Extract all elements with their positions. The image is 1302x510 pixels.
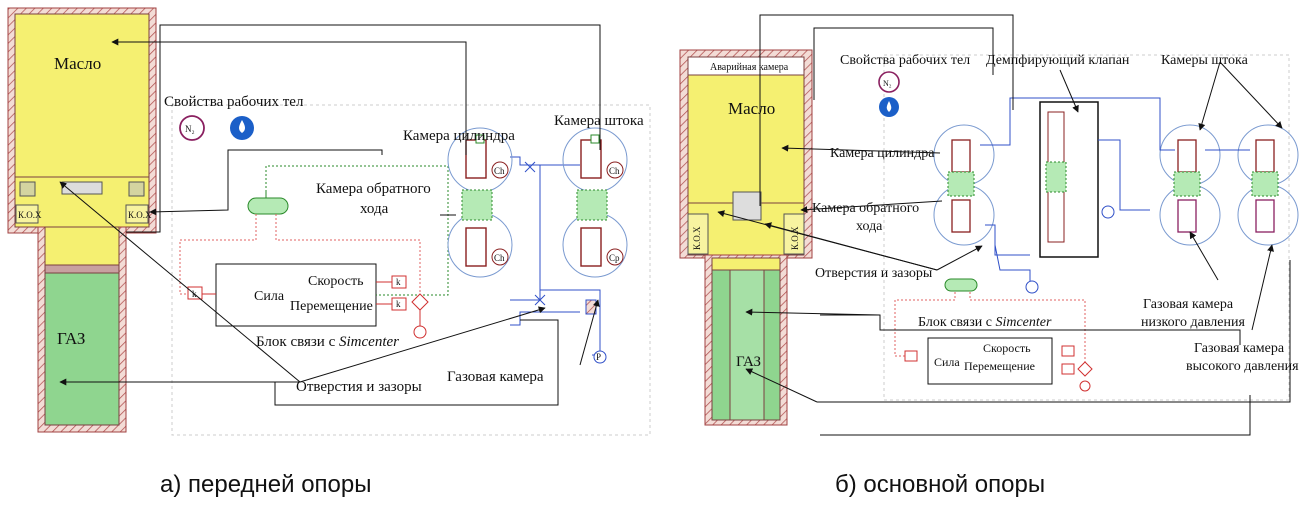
right-kox-label-r: К.О.Х	[790, 226, 800, 250]
right-diagram: Аварийная камера Масло ГАЗ К.О.Х К.О.Х С…	[680, 15, 1299, 435]
right-props-label: Свойства рабочих тел	[840, 53, 970, 68]
right-cyl-label: Камера цилиндра	[830, 146, 935, 161]
left-k-label-3: k	[396, 299, 401, 309]
left-connector-module	[248, 198, 288, 214]
right-reverse-label-1: Камера обратного	[812, 201, 919, 216]
left-k-label-1: k	[192, 289, 197, 299]
left-oil-chamber	[15, 14, 149, 177]
right-gas-label: ГАЗ	[736, 354, 761, 370]
left-kox-label-r: К.О.Х	[128, 210, 152, 220]
right-high-label-1: Газовая камера	[1194, 341, 1285, 356]
right-connector-module	[945, 279, 977, 291]
right-oil-chamber	[688, 75, 804, 203]
right-high-label-2: высокого давления	[1186, 359, 1299, 374]
left-ch-label-bottom: Ch	[494, 253, 505, 263]
right-move-label: Перемещение	[964, 359, 1035, 373]
right-n2-label: N₂	[883, 79, 892, 88]
left-holes-label: Отверстия и зазоры	[296, 379, 422, 395]
left-gas-label: ГАЗ	[57, 329, 85, 348]
right-holes-label: Отверстия и зазоры	[815, 266, 933, 281]
right-emergency-label: Аварийная камера	[710, 62, 789, 73]
left-gas-chamber	[45, 273, 119, 425]
left-p-label: P	[596, 352, 601, 362]
left-cp-label: Cp	[609, 253, 620, 263]
left-force-label: Сила	[254, 289, 285, 304]
left-move-label: Перемещение	[290, 299, 373, 314]
left-oil-label: Масло	[54, 54, 101, 73]
right-rods-label: Камеры штока	[1161, 53, 1249, 68]
left-props-label: Свойства рабочих тел	[164, 94, 304, 110]
left-cyl-label: Камера цилиндра	[403, 128, 515, 144]
left-speed-label: Скорость	[308, 274, 364, 289]
left-rod-label: Камера штока	[554, 113, 644, 129]
left-n2-label: N₂	[185, 124, 195, 134]
right-damper-label: Демпфирующий клапан	[986, 53, 1130, 68]
right-cylinder-chamber	[934, 125, 994, 245]
left-gaschamber-label: Газовая камера	[447, 369, 544, 385]
left-link-em: Simcenter	[339, 334, 399, 350]
right-kox-label-l: К.О.Х	[692, 226, 702, 250]
right-rod-chamber-low	[1160, 125, 1220, 245]
right-link-em: Simcenter	[995, 315, 1052, 330]
left-ch-label-rod: Ch	[609, 166, 620, 176]
caption-right: б) основной опоры	[835, 471, 1045, 498]
right-link-label: Блок связи с Simcenter	[918, 315, 1052, 330]
left-link-prefix: Блок связи с	[256, 334, 339, 350]
left-reverse-label-2: хода	[360, 201, 389, 217]
left-reverse-label-1: Камера обратного	[316, 181, 431, 197]
right-force-label: Сила	[934, 355, 960, 369]
right-low-label-2: низкого давления	[1141, 315, 1245, 330]
left-k-label-2: k	[396, 277, 401, 287]
left-diagram: Масло ГАЗ К.О.Х К.О.Х Свойства рабочих т…	[8, 8, 650, 435]
left-link-label: Блок связи с Simcenter	[256, 334, 399, 350]
right-speed-label: Скорость	[983, 341, 1031, 355]
right-oil-label: Масло	[728, 99, 775, 118]
right-link-prefix: Блок связи с	[918, 315, 995, 330]
left-kox-label-l: К.О.Х	[18, 210, 42, 220]
caption-left: а) передней опоры	[160, 471, 372, 498]
right-reverse-label-2: хода	[856, 219, 883, 234]
left-ch-label-top: Ch	[494, 166, 505, 176]
right-low-label-1: Газовая камера	[1143, 297, 1234, 312]
